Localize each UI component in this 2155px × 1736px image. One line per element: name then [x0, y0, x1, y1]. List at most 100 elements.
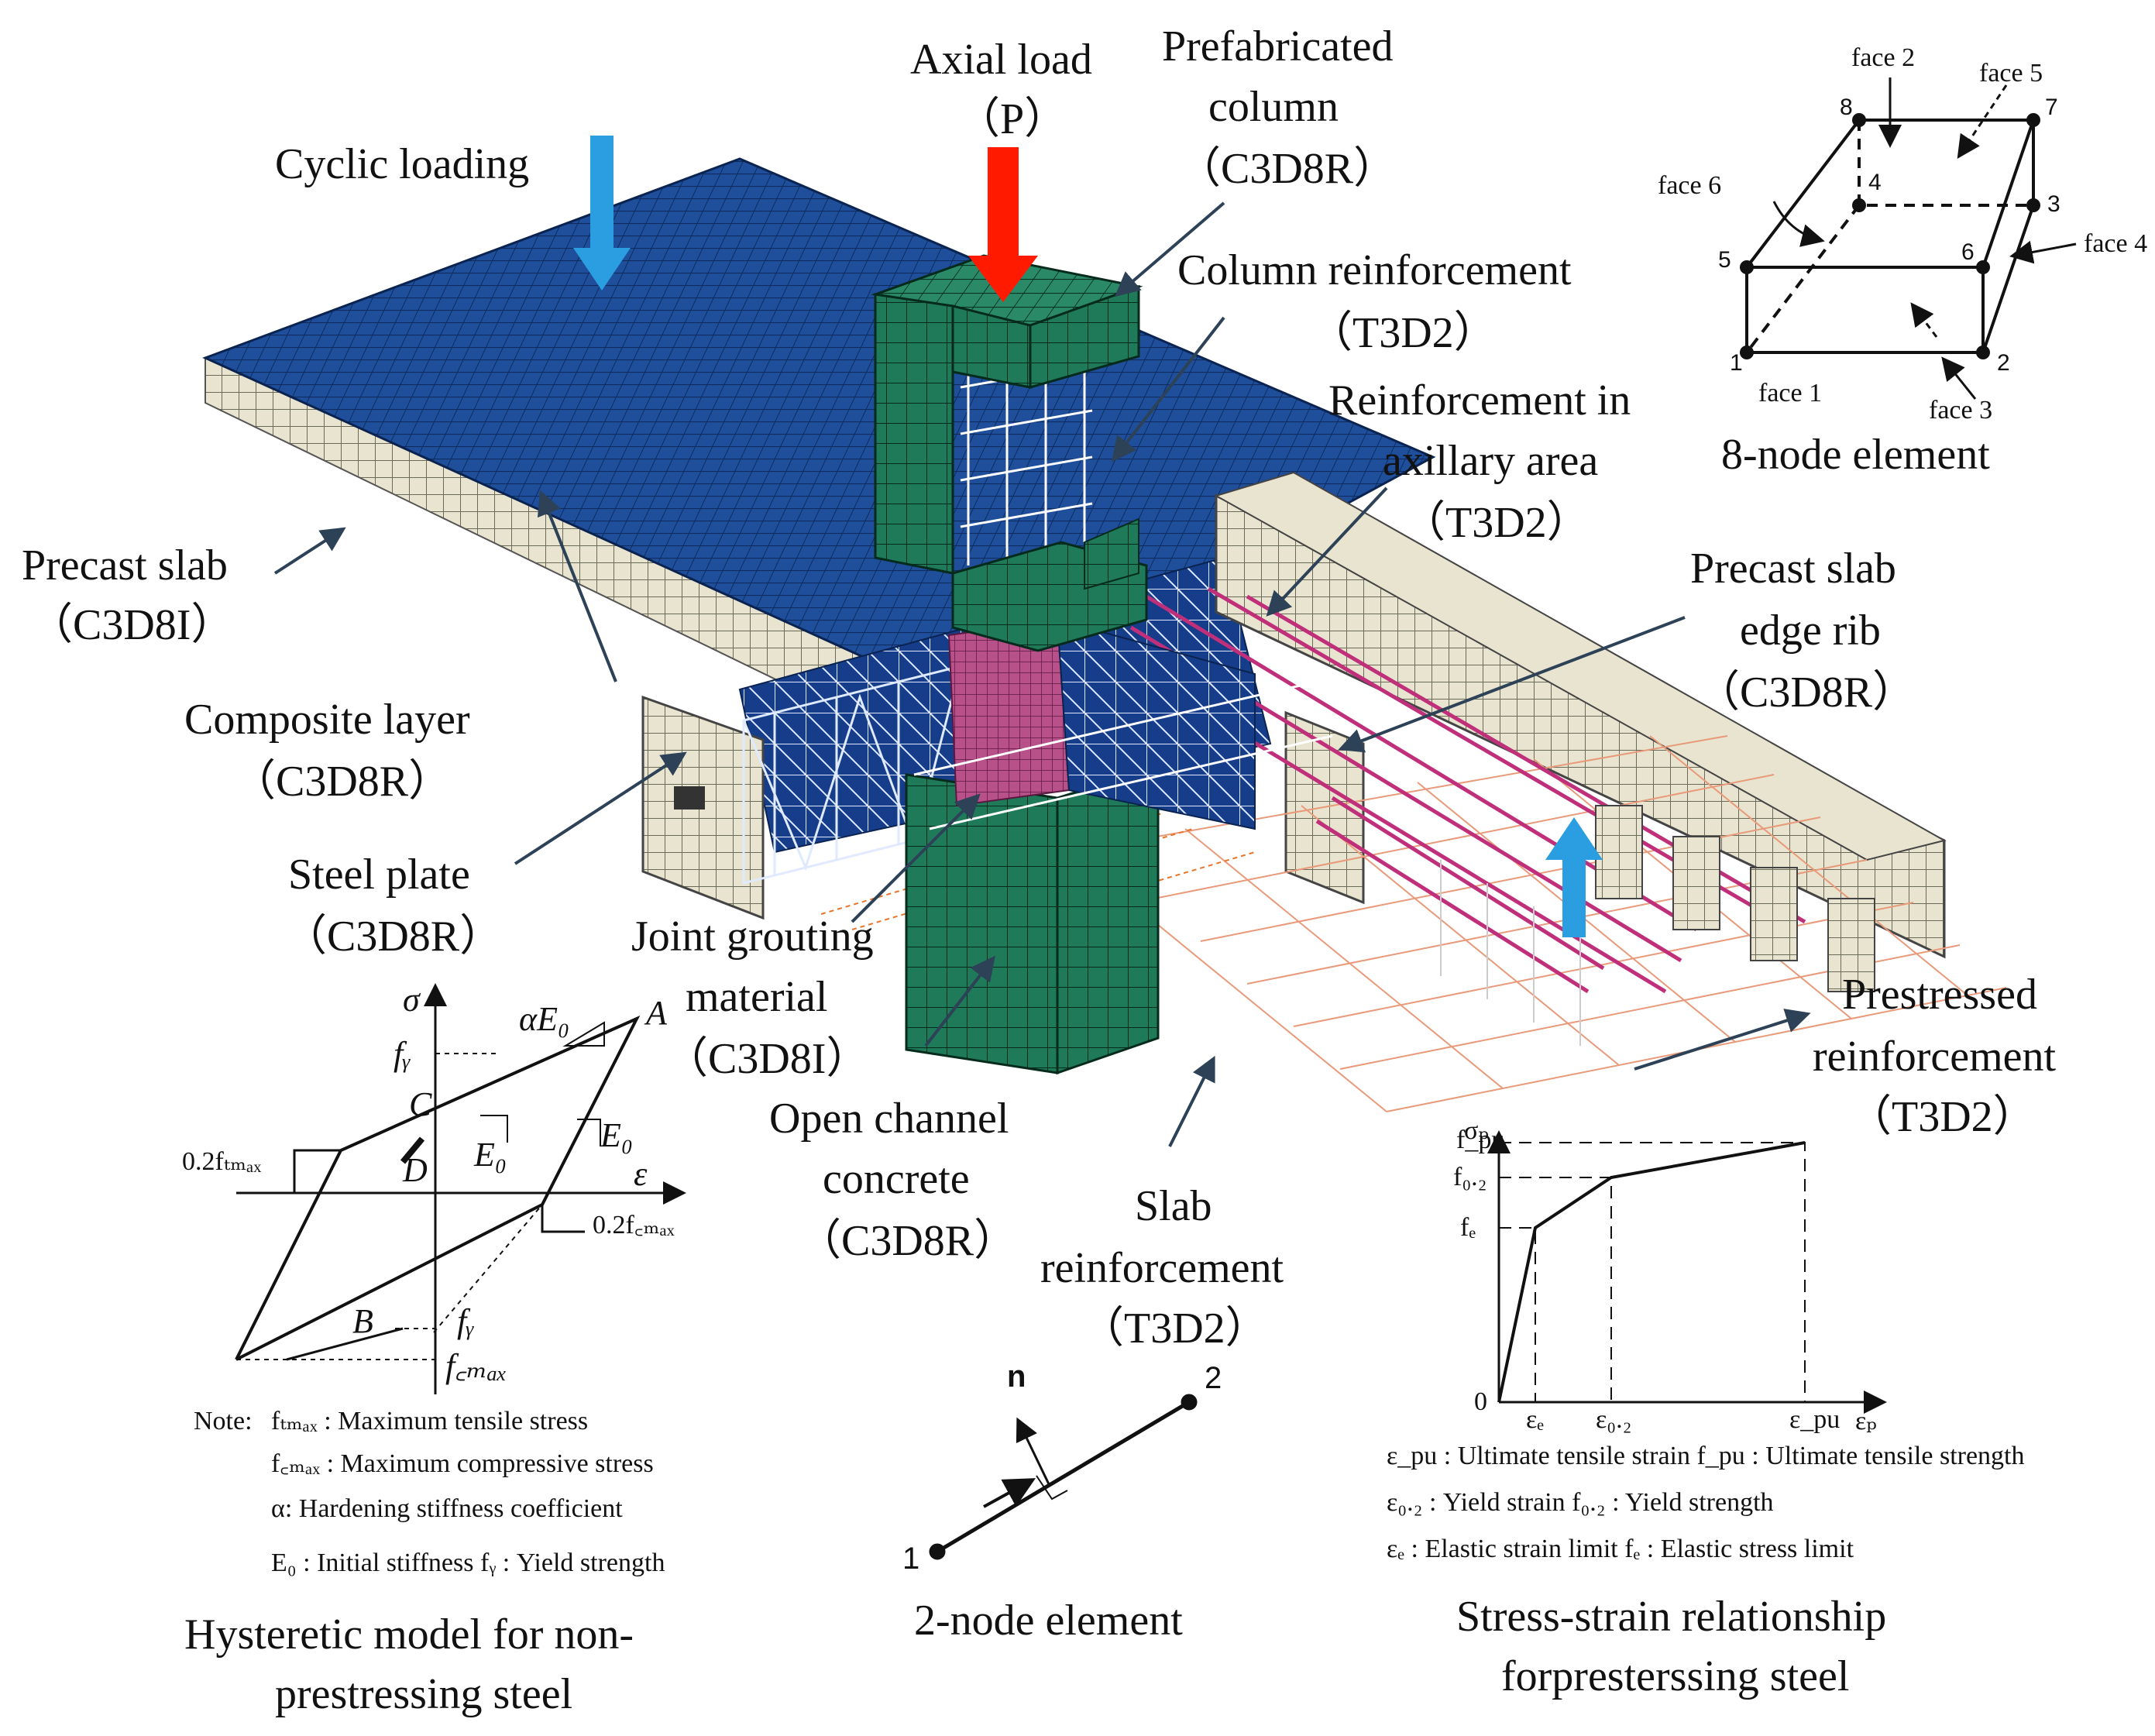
label-open-channel-1: Open channel — [769, 1095, 1009, 1143]
label-precast-slab-1: Precast slab — [22, 541, 228, 590]
label-slab-reinf-1: Slab — [1135, 1182, 1212, 1230]
label-axial-load-p: （P） — [957, 95, 1067, 143]
eight-node-labels: 1 2 3 4 5 6 7 8 face 1 face 2 face 3 fac… — [1658, 43, 2147, 479]
caption-prestress-1: Stress-strain relationship — [1456, 1593, 1886, 1641]
axial-load-arrow-icon — [968, 147, 1038, 302]
svg-text:εₑ: εₑ — [1526, 1405, 1544, 1434]
label-axillary-reinf-3: （T3D2） — [1402, 499, 1590, 547]
svg-text:fₑ: fₑ — [1460, 1213, 1476, 1242]
svg-text:α: Hardening stiffness coeffi: α: Hardening stiffness coefficient — [271, 1494, 623, 1523]
label-edge-rib-1: Precast slab — [1690, 545, 1896, 593]
svg-text:ε_pu : Ultimate tensile strai: ε_pu : Ultimate tensile strain f_pu : Ul… — [1387, 1442, 2025, 1470]
svg-text:7: 7 — [2045, 95, 2058, 120]
label-prestressed-2: reinforcement — [1813, 1033, 2056, 1081]
caption-8-node: 8-node element — [1721, 431, 1990, 479]
leader-lines — [273, 201, 1811, 1147]
svg-text:ε: ε — [634, 1155, 648, 1193]
svg-text:2: 2 — [1997, 350, 2010, 376]
svg-text:1: 1 — [902, 1542, 919, 1576]
svg-text:5: 5 — [1718, 247, 1731, 273]
svg-text:σ: σ — [403, 981, 421, 1019]
svg-text:n: n — [1007, 1360, 1026, 1394]
svg-text:fᵧ: fᵧ — [457, 1302, 474, 1340]
caption-2-node: 2-node element — [914, 1597, 1183, 1645]
label-steel-plate-1: Steel plate — [288, 851, 470, 899]
svg-text:1: 1 — [1730, 350, 1743, 376]
caption-prestress-2: forpresterssing steel — [1501, 1652, 1849, 1700]
model-3d — [202, 136, 2007, 1112]
two-node-element — [929, 1394, 1198, 1560]
edge-rib-top — [1214, 471, 1947, 861]
label-column-reinf-2: （T3D2） — [1309, 309, 1497, 357]
svg-text:f꜀ₘₐₓ : Maximum compressive st: f꜀ₘₐₓ : Maximum compressive stress — [271, 1449, 654, 1478]
two-node-labels: 1 2 n 2-node element — [902, 1360, 1222, 1645]
label-grout-3: （C3D8I） — [665, 1035, 869, 1083]
svg-text:0: 0 — [1474, 1387, 1487, 1416]
column-lower-side — [1056, 765, 1160, 1075]
label-cyclic-loading: Cyclic loading — [275, 140, 529, 188]
label-axial-load: Axial load — [910, 36, 1092, 84]
caption-hysteretic-2: prestressing steel — [275, 1670, 572, 1718]
label-grout-1: Joint grouting — [631, 913, 874, 961]
svg-text:B: B — [352, 1302, 373, 1340]
svg-text:3: 3 — [2047, 191, 2060, 217]
column-upper-back — [874, 293, 954, 575]
svg-text:ε₀.₂ : Yield strain f₀.₂: ε₀.₂ : Yield strain f₀.₂ : Yield strengt… — [1387, 1488, 1774, 1517]
svg-text:8: 8 — [1840, 95, 1853, 120]
svg-text:E₀: E₀ — [600, 1116, 633, 1154]
vertical-bars — [1440, 860, 1581, 1046]
svg-text:ε_pu: ε_pu — [1789, 1405, 1840, 1434]
svg-text:αE₀: αE₀ — [519, 1000, 569, 1038]
hysteretic-model — [235, 983, 686, 1394]
label-slab-reinf-3: （T3D2） — [1081, 1305, 1269, 1353]
svg-text:E₀: E₀ — [473, 1136, 507, 1174]
svg-text:f꜀ₘₐₓ: f꜀ₘₐₓ — [445, 1347, 507, 1385]
svg-text:C: C — [409, 1085, 432, 1123]
label-edge-rib-2: edge rib — [1740, 607, 1881, 655]
svg-text:face 5: face 5 — [1979, 59, 2043, 88]
label-prestressed-3: （T3D2） — [1848, 1093, 2036, 1141]
label-prefab-column-1: Prefabricated — [1162, 22, 1393, 70]
rib-blocks — [1595, 805, 1875, 992]
label-composite-1: Composite layer — [184, 696, 470, 744]
svg-text:fᵧ: fᵧ — [394, 1035, 411, 1073]
label-open-channel-2: concrete — [823, 1155, 970, 1203]
label-column-reinf-1: Column reinforcement — [1177, 246, 1572, 294]
label-precast-slab-2: （C3D8I） — [29, 601, 234, 649]
svg-text:E₀ : Initial stiffness fᵧ :: E₀ : Initial stiffness fᵧ : Yield streng… — [271, 1549, 665, 1577]
upward-arrow-icon — [1545, 817, 1603, 937]
svg-text:D: D — [402, 1151, 428, 1189]
column-lower — [905, 773, 1059, 1074]
label-prefab-column-2: column — [1208, 83, 1339, 131]
label-prestressed-1: Prestressed — [1842, 971, 2037, 1019]
column-mid-right — [1084, 517, 1139, 590]
component-labels: Cyclic loading Axial load （P） Prefabrica… — [22, 22, 2056, 1353]
label-open-channel-3: （C3D8R） — [798, 1217, 1017, 1265]
label-slab-reinf-2: reinforcement — [1040, 1244, 1284, 1292]
svg-text:εₚ: εₚ — [1855, 1407, 1877, 1435]
svg-text:2: 2 — [1205, 1361, 1222, 1395]
svg-text:0.2f꜀ₘₐₓ: 0.2f꜀ₘₐₓ — [593, 1211, 675, 1239]
svg-text:εₑ : Elastic strain limit f: εₑ : Elastic strain limit fₑ : Elastic s… — [1387, 1535, 1854, 1563]
svg-text:f₀.₂: f₀.₂ — [1453, 1163, 1487, 1191]
caption-hysteretic-1: Hysteretic model for non- — [184, 1611, 634, 1659]
prestressed-lines — [1114, 586, 1806, 994]
label-steel-plate-2: （C3D8R） — [284, 913, 503, 961]
svg-text:fₜₘₐₓ : Maximum tensile stress: fₜₘₐₓ : Maximum tensile stress — [271, 1407, 588, 1435]
eight-node-element — [1740, 77, 2077, 400]
prestress-labels: σₚ εₚ 0 f_pu f₀.₂ fₑ εₑ ε₀.₂ ε_pu ε_pu :… — [1387, 1116, 2025, 1700]
svg-text:σₚ: σₚ — [1464, 1116, 1489, 1145]
svg-text:Note:: Note: — [194, 1407, 253, 1435]
label-prefab-column-3: （C3D8R） — [1177, 145, 1397, 193]
column-upper-front-right — [1029, 284, 1140, 389]
svg-text:ε₀.₂: ε₀.₂ — [1596, 1405, 1631, 1434]
steel-plate-bolt — [674, 786, 705, 810]
svg-text:face 1: face 1 — [1758, 379, 1822, 407]
svg-text:face 3: face 3 — [1929, 396, 1992, 425]
prestress-curve-chart — [1487, 1130, 1887, 1414]
hysteretic-labels: σ ε αE₀ A B C D fᵧ E₀ E₀ 0.2fₜₘₐₓ 0.2f꜀ₘ… — [182, 981, 675, 1718]
svg-text:A: A — [644, 994, 668, 1032]
cyclic-arrow-icon — [573, 136, 631, 290]
svg-text:0.2fₜₘₐₓ: 0.2fₜₘₐₓ — [182, 1147, 261, 1176]
svg-text:face 4: face 4 — [2084, 229, 2147, 258]
